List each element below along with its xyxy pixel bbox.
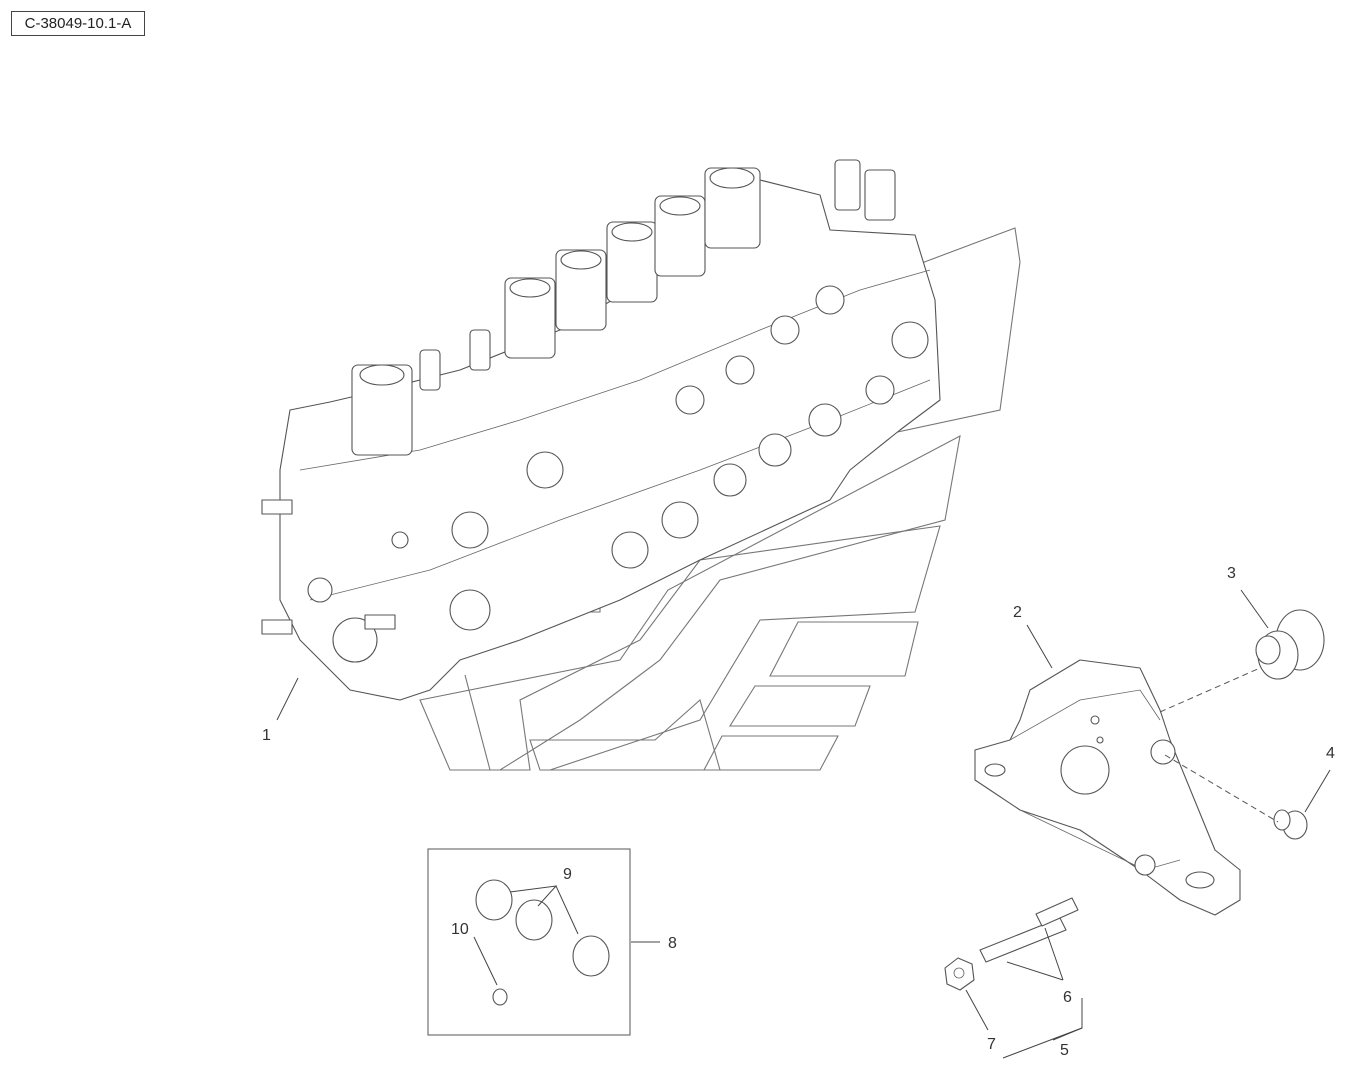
leader-lines (276, 589, 1331, 1059)
callout-8: 8 (668, 935, 677, 952)
callout-7: 7 (987, 1036, 996, 1053)
brand-logo-watermark (377, 227, 1021, 771)
callout-6: 6 (1063, 989, 1072, 1006)
control-valve-assembly-icon (261, 159, 941, 701)
valve-studs (261, 159, 896, 635)
callout-1: 1 (262, 727, 271, 744)
callout-5: 5 (1060, 1042, 1069, 1059)
valve-port-holes (307, 285, 929, 663)
callout-9: 9 (563, 866, 572, 883)
seal-kit-box (427, 848, 631, 1036)
stud-icon (979, 897, 1079, 963)
assembly-line-plug-small (1164, 754, 1279, 823)
drawing-reference-code: C-38049-10.1-A (11, 11, 145, 36)
mounting-bracket-icon (974, 659, 1241, 916)
plug-small-icon (1273, 809, 1308, 840)
plug-icon (1255, 609, 1325, 680)
o-ring-seals-icon (475, 879, 610, 1006)
assembly-line-plug (1159, 667, 1261, 713)
callout-2: 2 (1013, 604, 1022, 621)
callout-3: 3 (1227, 565, 1236, 582)
nut-icon (944, 957, 975, 991)
valve-section-caps (351, 167, 761, 456)
callout-4: 4 (1326, 745, 1335, 762)
callout-10: 10 (451, 921, 469, 938)
